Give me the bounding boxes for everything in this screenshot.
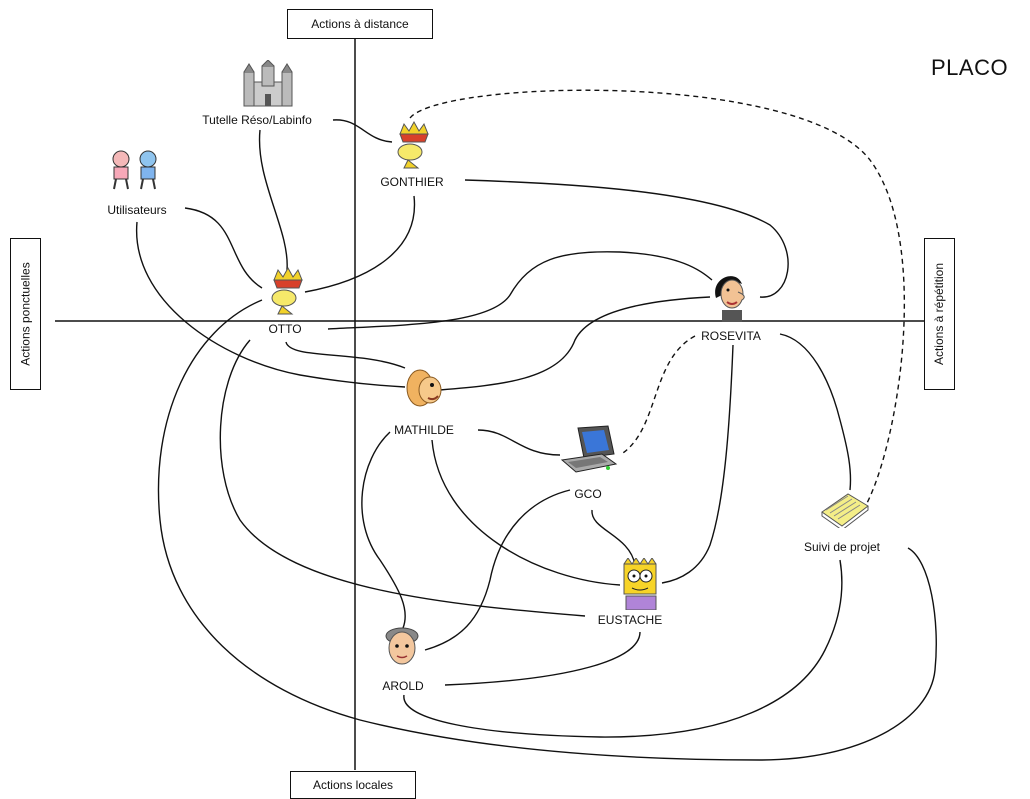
link-mathilde-gco <box>477 429 561 456</box>
woman-face-icon <box>715 276 745 322</box>
axis-bottom-text: Actions locales <box>312 778 394 792</box>
axis-label-top: Actions à distance <box>287 9 433 39</box>
link-otto-loop <box>157 299 937 761</box>
link-tutelle-otto <box>258 129 288 271</box>
link-gco-eustache <box>591 509 636 566</box>
castle-icon <box>243 60 293 107</box>
face-icon <box>406 369 442 407</box>
diagram-title: PLACO <box>931 55 1009 80</box>
link-gonthier-rosevita <box>464 179 789 298</box>
axis-right-text: Actions à répétition <box>932 262 947 366</box>
axis-top-text: Actions à distance <box>311 17 409 31</box>
node-label-mathilde: MATHILDE <box>394 423 454 437</box>
link-mathilde-eustache <box>431 439 621 586</box>
link-gonthier-otto <box>304 195 416 293</box>
node-label-utilisateurs: Utilisateurs <box>107 203 167 217</box>
node-label-tutelle: Tutelle Réso/Labinfo <box>202 113 312 127</box>
link-utilisateurs-otto <box>184 207 263 289</box>
node-label-rosevita: ROSEVITA <box>701 329 761 343</box>
documents-icon <box>821 493 869 528</box>
link-gco-arold <box>424 489 571 651</box>
node-label-eustache: EUSTACHE <box>597 613 663 627</box>
node-label-otto: OTTO <box>268 322 302 336</box>
link-rosevita-gco <box>619 335 696 456</box>
link-mathilde-rosevita <box>439 296 711 391</box>
node-label-suivi: Suivi de projet <box>803 540 881 554</box>
node-label-gonthier: GONTHIER <box>380 175 444 189</box>
laptop-icon <box>560 425 618 473</box>
node-label-arold: AROLD <box>382 679 424 693</box>
link-otto-mathilde <box>285 341 406 369</box>
node-label-gco: GCO <box>574 487 602 501</box>
link-mathilde-arold <box>361 431 406 629</box>
axis-label-left: Actions ponctuelles <box>10 238 41 390</box>
axis-left-text: Actions ponctuelles <box>18 262 33 366</box>
link-gonthier-suivi <box>409 89 906 506</box>
link-rosevita-suivi <box>779 333 852 491</box>
link-otto-eustache <box>219 339 586 617</box>
axis-label-bottom: Actions locales <box>290 771 416 799</box>
link-eustache-arold <box>444 631 641 686</box>
people-icon <box>112 150 157 190</box>
man-face-icon <box>385 627 419 665</box>
axis-label-right: Actions à répétition <box>924 238 955 390</box>
king-icon <box>271 266 303 315</box>
king-icon <box>397 120 429 169</box>
link-tutelle-gonthier <box>332 119 393 143</box>
boy-face-icon <box>623 558 657 610</box>
connections <box>136 89 937 761</box>
link-rosevita-eustache <box>661 344 734 584</box>
link-otto-rosevita <box>327 251 713 330</box>
link-arold-suivi <box>403 559 843 738</box>
link-utilisateurs-mathilde <box>136 221 406 388</box>
